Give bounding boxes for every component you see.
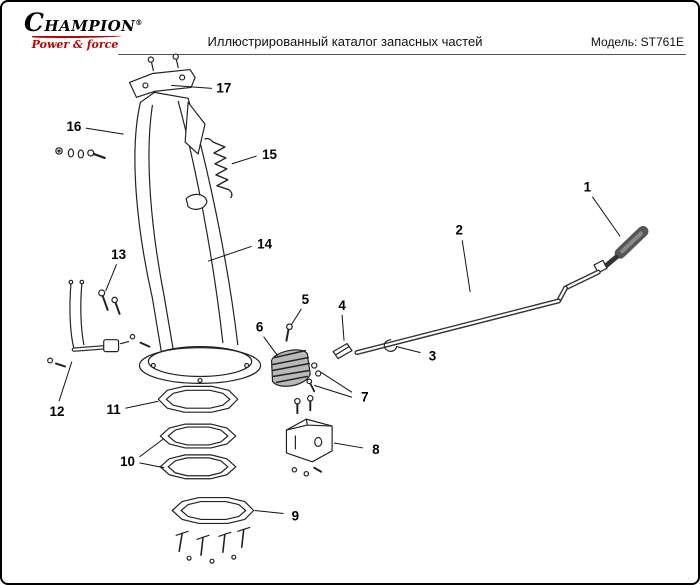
logo-swoosh	[32, 35, 122, 38]
header-divider	[118, 54, 686, 55]
page-header: CHAMPION® Power & force Иллюстрированный…	[2, 2, 698, 54]
top-bracket-art	[128, 53, 196, 98]
leader-line-16	[85, 127, 124, 135]
clip-3-art	[383, 339, 398, 352]
leader-line-7	[320, 372, 353, 393]
part-callout-5: 5	[302, 292, 310, 307]
worm-gear-art	[270, 349, 311, 387]
bolts-13-art	[98, 289, 121, 315]
leader-line-3	[396, 346, 421, 354]
bolt-5-art	[285, 323, 293, 342]
leader-line-1	[591, 196, 621, 237]
part-callout-1: 1	[584, 180, 592, 195]
part-callout-10: 10	[120, 454, 135, 469]
leader-line-17	[171, 84, 212, 89]
part-callout-3: 3	[429, 349, 436, 364]
part-callout-13: 13	[111, 247, 126, 262]
part-callout-8: 8	[372, 442, 380, 457]
leader-line-15	[231, 155, 257, 165]
part-callout-12: 12	[50, 404, 65, 419]
model-label: Модель: ST761E	[590, 35, 684, 49]
leader-line-9	[254, 510, 284, 514]
part-callout-9: 9	[292, 508, 299, 523]
ring-9-art	[171, 496, 255, 525]
part-callout-15: 15	[262, 147, 277, 162]
part-callout-11: 11	[107, 402, 122, 417]
left-fasteners-art	[55, 147, 106, 160]
brand-name: CHAMPION®	[24, 8, 142, 37]
brand-tagline: Power & force	[31, 38, 119, 51]
leader-line-11	[125, 400, 159, 409]
leader-line-4	[341, 314, 345, 341]
leader-line-6	[263, 336, 278, 356]
rings-10-art	[159, 423, 237, 480]
part-callout-7: 7	[361, 389, 368, 404]
leader-line-5	[290, 308, 302, 326]
brand-logo: CHAMPION® Power & force	[24, 8, 142, 51]
leader-line-7-2	[314, 384, 353, 398]
leader-line-2	[461, 240, 471, 293]
part-callout-17: 17	[216, 80, 231, 95]
brand-rest: HAMPION	[44, 17, 136, 35]
part-callout-2: 2	[456, 222, 463, 237]
part-callout-16: 16	[66, 119, 81, 134]
leader-line-13	[105, 264, 118, 292]
leader-line-12	[58, 361, 73, 402]
bottom-hardware-art	[175, 526, 251, 564]
crank-rod-art	[354, 269, 601, 356]
coupler-art	[332, 343, 353, 360]
page-title: Иллюстрированный каталог запасных частей	[207, 34, 483, 49]
leader-line-10-2	[139, 462, 165, 469]
part-callout-6: 6	[256, 320, 263, 335]
mount-bracket-art	[285, 394, 333, 477]
spring-art	[204, 137, 233, 199]
brand-initial: C	[24, 8, 45, 37]
support-rod-art	[47, 279, 130, 368]
crank-handle-art	[593, 225, 649, 274]
washers-art	[306, 362, 322, 393]
part-callout-4: 4	[338, 298, 346, 313]
leader-line-10	[139, 438, 164, 458]
leader-line-14	[207, 245, 252, 262]
part-callout-14: 14	[257, 236, 272, 251]
chute-column-art	[129, 91, 262, 384]
leader-line-8	[334, 442, 363, 449]
ring-11-art	[157, 385, 239, 413]
registered-mark-icon: ®	[135, 18, 143, 27]
